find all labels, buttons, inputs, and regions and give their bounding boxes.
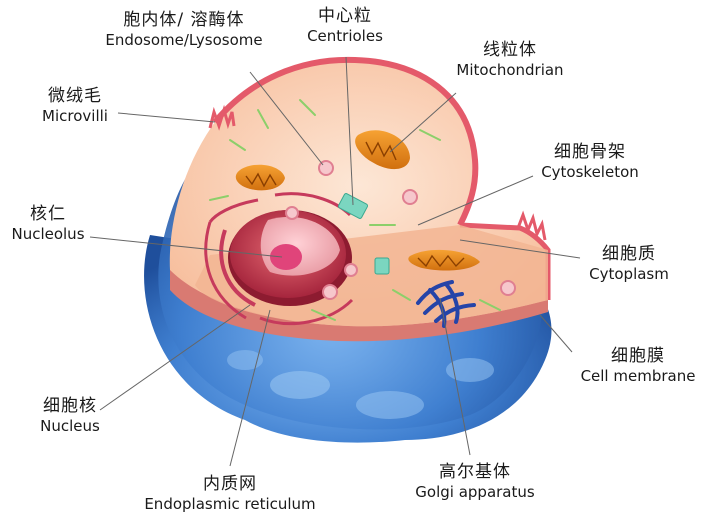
label-er: 内质网 Endoplasmic reticulum bbox=[120, 474, 340, 514]
label-nucleolus-zh: 核仁 bbox=[30, 204, 66, 224]
label-endosome-en: Endosome/Lysosome bbox=[105, 31, 263, 50]
membrane-rim bbox=[212, 56, 479, 227]
er-shape bbox=[219, 229, 256, 307]
label-golgi: 高尔基体 Golgi apparatus bbox=[400, 462, 550, 502]
label-golgi-en: Golgi apparatus bbox=[415, 483, 535, 502]
label-nucleus-zh: 细胞核 bbox=[43, 396, 97, 416]
label-cell-membrane: 细胞膜 Cell membrane bbox=[568, 346, 708, 386]
centrioles-shape bbox=[337, 193, 390, 275]
label-nucleolus-en: Nucleolus bbox=[11, 225, 85, 244]
label-endosome-zh: 胞内体/ 溶酶体 bbox=[123, 10, 245, 30]
nucleolus-shape bbox=[270, 244, 302, 270]
label-microvilli-zh: 微绒毛 bbox=[48, 86, 102, 106]
label-cytoplasm-en: Cytoplasm bbox=[589, 265, 669, 284]
label-er-en: Endoplasmic reticulum bbox=[144, 495, 316, 514]
label-cytoskeleton-en: Cytoskeleton bbox=[541, 163, 639, 182]
cut-face bbox=[170, 270, 548, 342]
label-mitochondrian-zh: 线粒体 bbox=[483, 40, 537, 60]
label-centrioles-en: Centrioles bbox=[307, 27, 383, 46]
vesicle-shape bbox=[285, 160, 516, 300]
label-microvilli-en: Microvilli bbox=[42, 107, 108, 126]
label-cytoplasm-zh: 细胞质 bbox=[602, 244, 656, 264]
label-cell-membrane-zh: 细胞膜 bbox=[611, 346, 665, 366]
microvilli-shape bbox=[208, 104, 236, 131]
label-nucleus-en: Nucleus bbox=[40, 417, 100, 436]
label-cytoskeleton-zh: 细胞骨架 bbox=[554, 142, 626, 162]
label-cytoplasm: 细胞质 Cytoplasm bbox=[574, 244, 684, 284]
label-microvilli: 微绒毛 Microvilli bbox=[30, 86, 120, 126]
label-centrioles-zh: 中心粒 bbox=[318, 6, 372, 26]
label-golgi-zh: 高尔基体 bbox=[439, 462, 511, 482]
label-nucleus: 细胞核 Nucleus bbox=[26, 396, 114, 436]
label-cell-membrane-en: Cell membrane bbox=[580, 367, 696, 386]
mitochondria-shape bbox=[235, 130, 480, 271]
label-centrioles: 中心粒 Centrioles bbox=[290, 6, 400, 46]
label-cytoskeleton: 细胞骨架 Cytoskeleton bbox=[530, 142, 650, 182]
cytoskeleton-shape bbox=[209, 99, 501, 321]
label-mitochondrian: 线粒体 Mitochondrian bbox=[440, 40, 580, 80]
label-nucleolus: 核仁 Nucleolus bbox=[2, 204, 94, 244]
label-endosome: 胞内体/ 溶酶体 Endosome/Lysosome bbox=[84, 10, 284, 50]
label-mitochondrian-en: Mitochondrian bbox=[456, 61, 564, 80]
label-er-zh: 内质网 bbox=[203, 474, 257, 494]
